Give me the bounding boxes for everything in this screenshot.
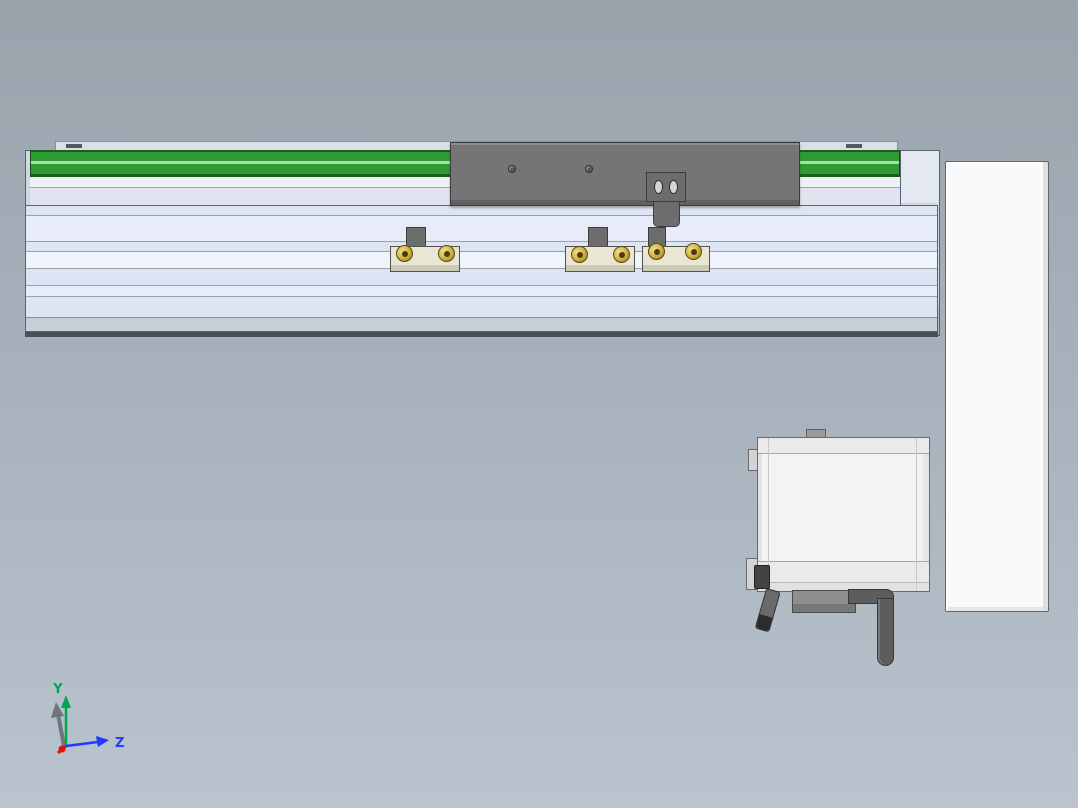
- motor-connector[interactable]: [792, 590, 856, 613]
- encoder-connector[interactable]: [754, 587, 781, 633]
- roller-bearing[interactable]: [648, 243, 665, 260]
- carriage-screw-hole: [585, 165, 593, 173]
- z-axis-arrow[interactable]: [65, 740, 99, 748]
- carriage-screw-hole: [508, 165, 516, 173]
- slot-mark: [66, 144, 82, 148]
- z-axis-label: Z: [115, 736, 124, 751]
- sensor-mount-hole: [669, 180, 678, 194]
- encoder-connector-tip: [755, 614, 773, 632]
- roller-bearing[interactable]: [438, 245, 455, 262]
- stepper-motor-body[interactable]: [757, 437, 930, 592]
- x-axis-origin-dot: [58, 745, 66, 753]
- motor-bottom-cap: [758, 561, 929, 591]
- motor-mounting-plate[interactable]: [945, 161, 1049, 612]
- roller-bearing[interactable]: [685, 243, 702, 260]
- slot-mark: [846, 144, 862, 148]
- orientation-triad[interactable]: Y Z: [20, 680, 140, 770]
- sensor-mount-hole: [654, 180, 663, 194]
- roller-core: [401, 250, 408, 257]
- z-axis-arrowhead: [96, 736, 109, 747]
- sensor-bracket-tab: [588, 227, 608, 248]
- motor-cable[interactable]: [877, 598, 894, 666]
- motor-body-line: [768, 438, 769, 591]
- roller-core: [576, 251, 583, 258]
- roller-core: [653, 248, 660, 255]
- roller-bearing[interactable]: [571, 246, 588, 263]
- y-axis-label: Y: [52, 682, 63, 697]
- motor-terminal-block: [754, 565, 770, 589]
- sensor-bracket-tab: [406, 227, 426, 248]
- motor-body-line: [916, 438, 917, 591]
- stage-extrusion-body[interactable]: [25, 205, 938, 332]
- sensor-mount-head[interactable]: [646, 172, 686, 202]
- stage-bottom-edge: [25, 332, 938, 337]
- roller-bearing[interactable]: [396, 245, 413, 262]
- sensor-mount-stem: [653, 201, 680, 227]
- axis-shadow-arrow: [56, 713, 66, 747]
- motor-top-cap: [758, 438, 929, 454]
- motor-side-flange: [748, 449, 758, 471]
- axis-shadow-arrowhead: [51, 702, 64, 718]
- roller-core: [443, 250, 450, 257]
- roller-bearing[interactable]: [613, 246, 630, 263]
- carriage-block[interactable]: [450, 142, 800, 206]
- roller-core: [690, 248, 697, 255]
- roller-core: [618, 251, 625, 258]
- y-axis-arrowhead: [61, 695, 71, 708]
